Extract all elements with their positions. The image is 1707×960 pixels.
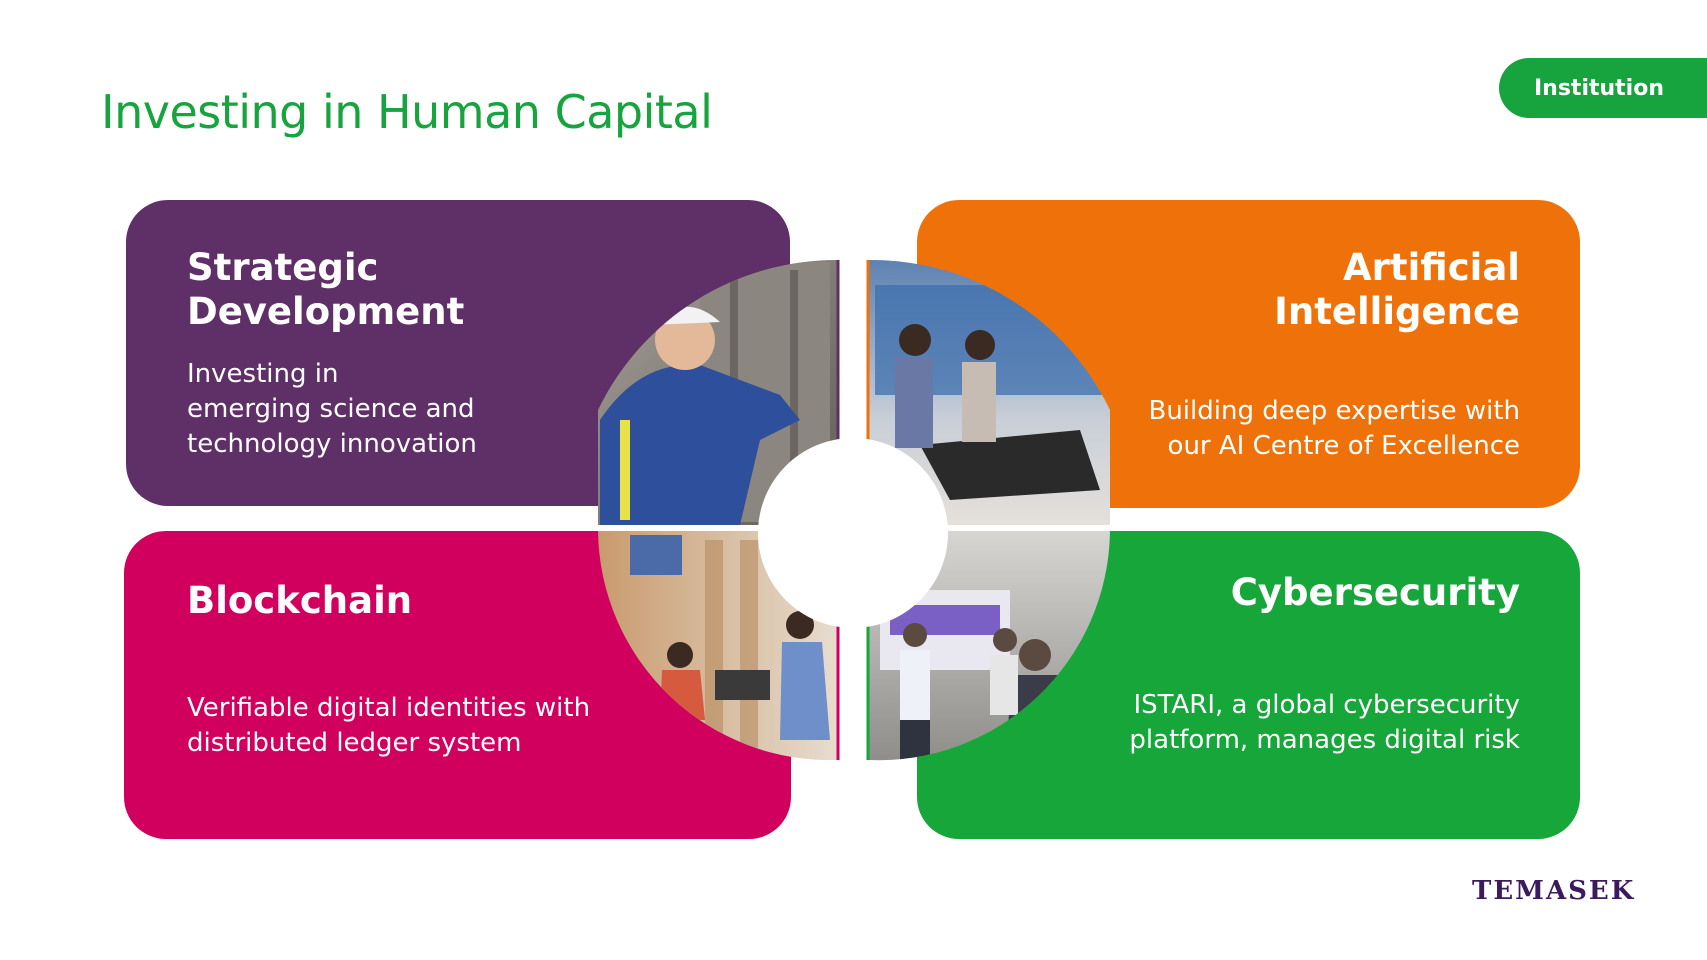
card-description: Verifiable digital identities with distr… (187, 691, 637, 761)
card-description: Building deep expertise with our AI Cent… (1100, 394, 1520, 464)
card-desc-line: our AI Centre of Excellence (1167, 431, 1520, 461)
card-title-line: Artificial (1343, 246, 1520, 289)
institution-tag: Institution (1499, 58, 1707, 118)
card-desc-line: ISTARI, a global cybersecurity (1133, 690, 1520, 720)
card-title-line: Development (187, 290, 465, 333)
card-desc-line: distributed ledger system (187, 728, 522, 758)
card-title: Cybersecurity (1230, 571, 1520, 614)
card-desc-line: technology innovation (187, 429, 477, 459)
card-desc-line: Investing in (187, 359, 339, 389)
card-cybersecurity: Cybersecurity ISTARI, a global cybersecu… (917, 531, 1580, 839)
card-description: Investing in emerging science and techno… (187, 357, 527, 462)
card-title: Blockchain (187, 579, 413, 622)
card-blockchain: Blockchain Verifiable digital identities… (124, 531, 791, 839)
card-title-line: Strategic (187, 246, 379, 289)
card-title: Artificial Intelligence (1274, 246, 1520, 334)
page-title: Investing in Human Capital (101, 85, 713, 139)
card-desc-line: platform, manages digital risk (1129, 725, 1520, 755)
card-desc-line: Building deep expertise with (1148, 396, 1520, 426)
card-desc-line: Verifiable digital identities with (187, 693, 591, 723)
card-title-line: Intelligence (1274, 290, 1520, 333)
card-title: Strategic Development (187, 246, 464, 334)
temasek-logo: TEMASEK (1472, 876, 1636, 906)
card-description: ISTARI, a global cybersecurity platform,… (1100, 688, 1520, 758)
card-desc-line: emerging science and (187, 394, 475, 424)
card-artificial-intelligence: Artificial Intelligence Building deep ex… (917, 200, 1580, 508)
card-strategic-development: Strategic Development Investing in emerg… (126, 200, 790, 506)
